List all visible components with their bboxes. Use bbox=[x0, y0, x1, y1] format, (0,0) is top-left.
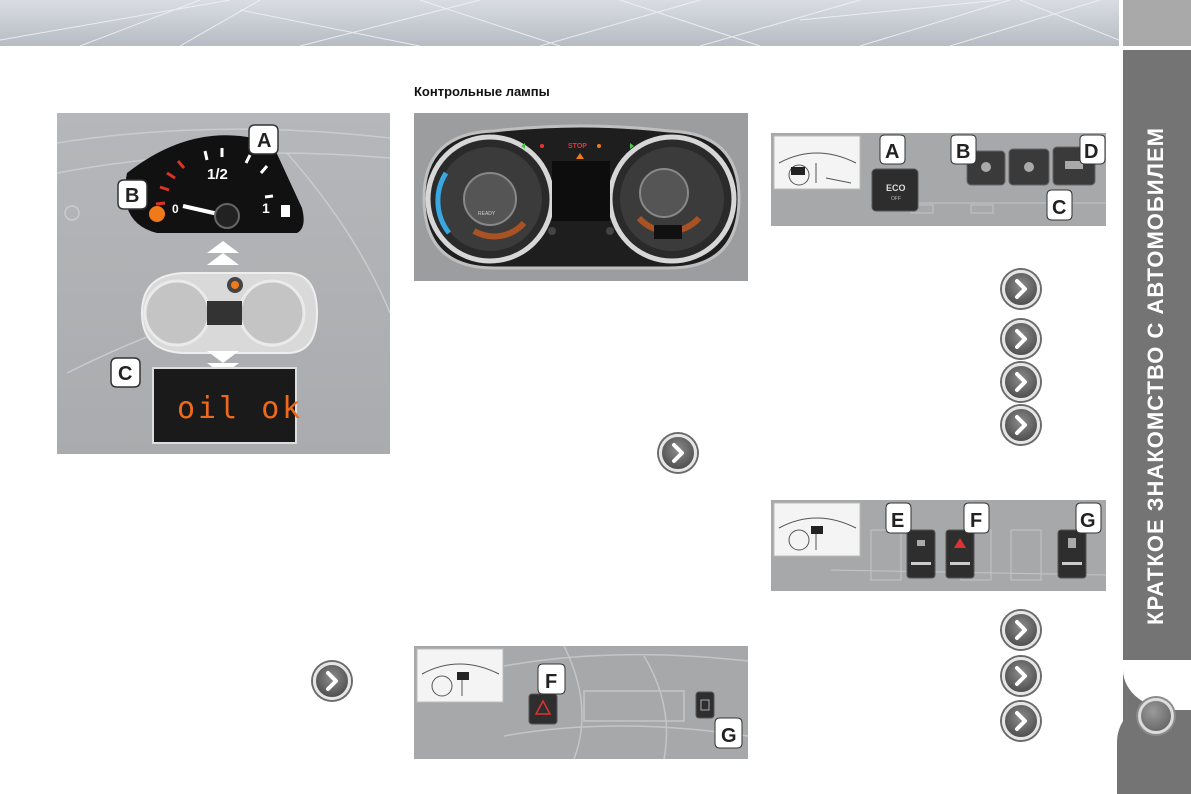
goto-page-button[interactable] bbox=[1002, 363, 1040, 401]
section-title: КРАТКОЕ ЗНАКОМСТВО С АВТОМОБИЛЕМ bbox=[1143, 127, 1168, 625]
instrument-cluster-illustration: READY STOP bbox=[414, 113, 748, 281]
warning-dot bbox=[149, 206, 165, 222]
stop-warning-light: STOP bbox=[568, 143, 587, 150]
circle-icon bbox=[1138, 698, 1174, 734]
header-banner bbox=[0, 0, 1119, 46]
chevron-right-icon bbox=[1015, 711, 1027, 731]
gauge-empty-mark: 0 bbox=[172, 202, 179, 216]
label-b: B bbox=[125, 185, 139, 207]
goto-page-button[interactable] bbox=[1002, 406, 1040, 444]
label-b: B bbox=[956, 141, 970, 163]
eco-button-label: ECO bbox=[886, 183, 906, 193]
gauge-full-mark: 1 bbox=[262, 200, 270, 216]
goto-page-button[interactable] bbox=[1002, 270, 1040, 308]
fuel-gauge-illustration: 1/2 1 0 A B oil ok bbox=[57, 113, 390, 454]
chevron-right-icon bbox=[1015, 329, 1027, 349]
gauge-half-mark: 1/2 bbox=[207, 166, 228, 183]
label-c: C bbox=[1052, 197, 1066, 219]
dashboard-fg-illustration: F G bbox=[414, 646, 748, 759]
goto-page-button[interactable] bbox=[1002, 611, 1040, 649]
ready-indicator: READY bbox=[478, 211, 496, 217]
chevron-right-icon bbox=[672, 443, 684, 463]
goto-page-button[interactable] bbox=[1002, 702, 1040, 740]
goto-page-button[interactable] bbox=[1002, 320, 1040, 358]
banner-pattern bbox=[0, 0, 1119, 46]
label-e: E bbox=[891, 510, 904, 532]
chevron-right-icon bbox=[1015, 279, 1027, 299]
hazard-icon bbox=[954, 538, 966, 548]
label-f: F bbox=[545, 671, 557, 693]
fuel-pump-icon bbox=[281, 205, 290, 217]
goto-page-button[interactable] bbox=[313, 662, 351, 700]
goto-page-button[interactable] bbox=[1002, 657, 1040, 695]
chevron-right-icon bbox=[1015, 620, 1027, 640]
switch-panel-efg-illustration: E F G bbox=[771, 500, 1106, 591]
oil-level-display: oil ok bbox=[177, 391, 303, 426]
label-d: D bbox=[1084, 141, 1098, 163]
label-g: G bbox=[1080, 510, 1096, 532]
label-a: A bbox=[257, 130, 271, 152]
chevron-right-icon bbox=[1015, 372, 1027, 392]
chevron-right-icon bbox=[1015, 666, 1027, 686]
chevron-right-icon bbox=[326, 671, 338, 691]
page-heading: Контрольные лампы bbox=[414, 84, 550, 99]
chevron-right-icon bbox=[1015, 415, 1027, 435]
label-g: G bbox=[721, 725, 737, 747]
hazard-icon bbox=[534, 699, 552, 715]
label-c: C bbox=[118, 363, 132, 385]
label-a: A bbox=[885, 141, 899, 163]
side-tab-top bbox=[1123, 0, 1191, 46]
eco-button-sublabel: OFF bbox=[891, 196, 901, 202]
label-f: F bbox=[970, 510, 982, 532]
goto-page-button[interactable] bbox=[659, 434, 697, 472]
switch-panel-abcd-illustration: ECO OFF A B C D bbox=[771, 133, 1106, 226]
